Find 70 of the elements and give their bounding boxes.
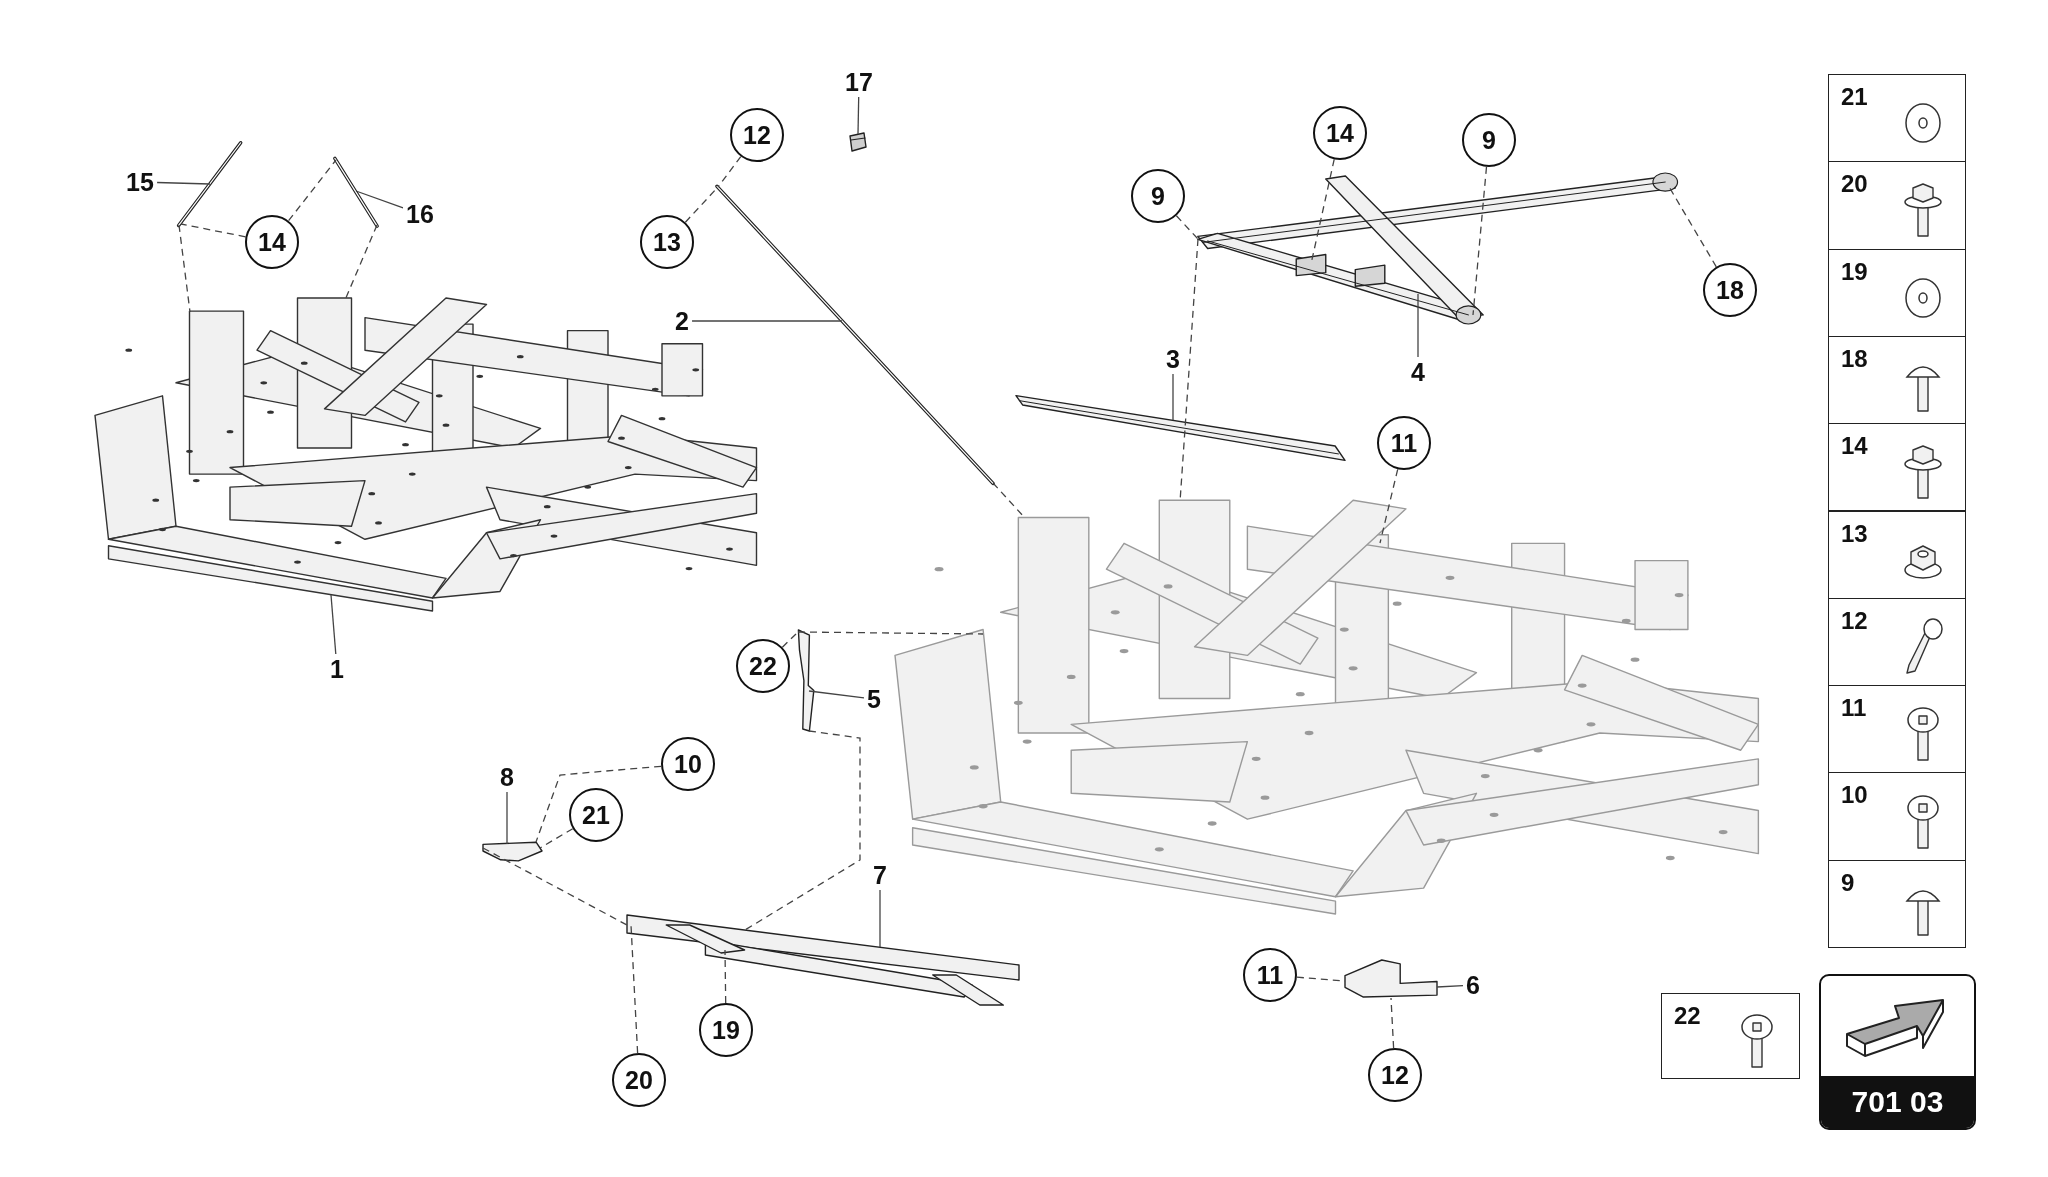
page-number-label: 701 03 — [1821, 1076, 1974, 1128]
page-reference-box — [1819, 974, 1976, 1130]
strut-rod-drawing — [333, 157, 379, 229]
strut-rod-drawing — [176, 141, 242, 229]
fastener-table-cell — [1828, 597, 1966, 687]
part-number: 10 — [1841, 781, 1868, 810]
trim-strip-drawing — [1016, 392, 1345, 464]
part-number: 9 — [1841, 868, 1855, 897]
dashed-assembly-line — [1390, 997, 1395, 1049]
fastener-table-cell — [1828, 510, 1966, 599]
leader-line — [808, 690, 865, 699]
callout-number: 11 — [1243, 948, 1297, 1002]
leader-line — [1172, 373, 1174, 421]
bracket-drawing — [1345, 960, 1437, 999]
leader-line — [879, 889, 881, 948]
leader-line — [857, 96, 860, 135]
callout-number: 12 — [1368, 1048, 1422, 1102]
callout-number: 12 — [730, 108, 784, 162]
dashed-assembly-line — [539, 828, 574, 849]
fastener-table-cell — [1828, 248, 1966, 337]
part-number: 20 — [1841, 170, 1868, 199]
callout-number: 11 — [1377, 416, 1431, 470]
leader-line — [506, 791, 508, 845]
part-number: 18 — [1841, 344, 1868, 373]
part-number: 19 — [1841, 257, 1868, 286]
dashed-assembly-line — [1379, 468, 1399, 544]
leader-line — [355, 190, 404, 209]
dashed-assembly-line — [797, 631, 984, 635]
leader-line — [330, 594, 337, 655]
dashed-assembly-line — [287, 159, 337, 222]
leader-line — [156, 181, 211, 185]
dashed-assembly-line — [724, 949, 727, 1004]
fastener-table-cell — [1828, 335, 1966, 425]
fastener-table-cell — [1828, 161, 1966, 250]
fastener-table-cell — [1828, 423, 1966, 512]
fastener-table-cell — [1661, 993, 1800, 1079]
dashed-assembly-line — [744, 730, 861, 931]
callout-number: 21 — [569, 788, 623, 842]
part-number: 11 — [1841, 694, 1867, 723]
dashed-assembly-line — [630, 924, 639, 1054]
dashed-assembly-line — [535, 765, 662, 843]
fastener-table-cell — [1828, 685, 1966, 774]
part-number: 14 — [1841, 432, 1868, 461]
fastener-table-cell — [1828, 859, 1966, 948]
callout-number: 20 — [612, 1053, 666, 1107]
fastener-table-cell — [1828, 74, 1966, 163]
dashed-assembly-line — [717, 155, 742, 188]
dashed-assembly-line — [482, 847, 628, 926]
callout-number: 22 — [736, 639, 790, 693]
dashed-assembly-line — [178, 224, 191, 313]
dashed-assembly-line — [344, 224, 378, 301]
callout-number: 9 — [1462, 113, 1516, 167]
callout-number: 18 — [1703, 263, 1757, 317]
callout-number: 10 — [661, 737, 715, 791]
fastener-table-cell — [1828, 772, 1966, 861]
part-number: 22 — [1674, 1002, 1701, 1030]
part-number: 21 — [1841, 83, 1868, 111]
leader-line — [1436, 984, 1464, 988]
callout-number: 9 — [1131, 169, 1185, 223]
clip-drawing — [848, 132, 868, 152]
part-number: 12 — [1841, 606, 1868, 635]
callout-number: 14 — [1313, 106, 1367, 160]
callout-number: 19 — [699, 1003, 753, 1057]
callout-number: 14 — [245, 215, 299, 269]
dashed-assembly-line — [781, 631, 799, 648]
bracket-drawing — [483, 840, 542, 862]
dashed-assembly-line — [180, 223, 247, 238]
callout-number: 13 — [640, 215, 694, 269]
leader-line — [691, 320, 843, 322]
part-number: 13 — [1841, 519, 1868, 548]
